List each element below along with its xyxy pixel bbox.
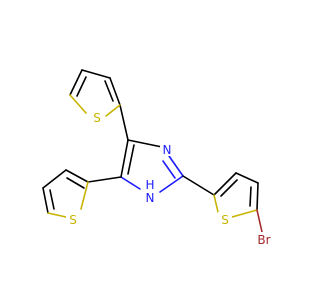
bond-t2-c2-c3-double (66, 177, 85, 189)
bond-t2-c3-c4 (42, 169, 67, 189)
atom-labels: S S S N H N Br (66, 110, 275, 247)
bond-t1-s-c2 (105, 104, 121, 117)
bond-t3-c5-s (231, 209, 258, 218)
bond-t2-c4-c5-double (49, 189, 55, 210)
bond-c4-thiophene (119, 104, 129, 141)
bond-t3-c2-c3 (213, 172, 237, 196)
bond-t3-s-c2 (213, 194, 219, 213)
atom-sulfur-right: S (221, 213, 229, 227)
bond-t3-c4-c5 (256, 182, 259, 211)
bond-t2-c2-c3 (65, 169, 89, 183)
bond-t1-c5-s (69, 94, 87, 114)
bond-c2-thiophene (182, 175, 215, 196)
bond-c2-n1 (159, 175, 184, 193)
thiophene-left (42, 169, 122, 218)
bond-t2-c4-c5 (42, 187, 49, 214)
bond-t1-c2-c3-double (104, 80, 114, 102)
atom-bromine: Br (257, 233, 270, 247)
bond-n1-c5 (120, 176, 141, 190)
bond-t2-s-c2 (80, 181, 89, 210)
imidazole-ring (120, 139, 184, 193)
thiophene-right (182, 172, 263, 233)
atom-nh-nitrogen: N (146, 191, 155, 205)
molecule-canvas: S S S N H N Br (42, 69, 275, 247)
bond-c5-thiophene (87, 176, 122, 183)
bond-t1-c4-c5-double (76, 76, 87, 97)
bond-n3-c2 (168, 155, 184, 177)
bond-t3-c4-c5-double (249, 186, 252, 207)
bond-t3-c2-c3-double (220, 179, 238, 197)
bond-t1-c3-c4 (81, 69, 111, 79)
thiophene-top (69, 69, 129, 141)
bond-t1-c4-c5 (69, 69, 83, 96)
bond-n3-c2-double (162, 160, 176, 179)
bond-t3-c3-c4 (235, 172, 259, 184)
atom-sulfur-left: S (69, 213, 77, 227)
bond-c4-c5-double (127, 144, 135, 175)
bond-t2-c5-s (47, 212, 67, 218)
atom-sulfur-top: S (93, 111, 101, 125)
bond-c5-br (256, 209, 263, 233)
molecule-structure: S S S N H N Br (42, 69, 275, 247)
bond-c4-c5 (120, 139, 129, 178)
atom-nitrogen-ring: N (163, 143, 172, 157)
bond-t1-c2-c3 (109, 77, 121, 106)
atom-nh-hydrogen: H (145, 178, 154, 192)
bond-c4-n3 (127, 139, 163, 148)
